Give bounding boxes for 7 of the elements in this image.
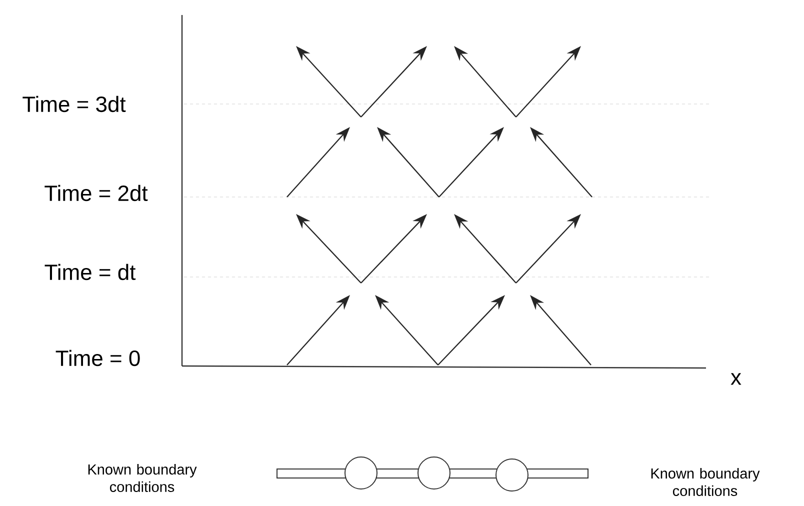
time-level-label: Time = 3dt bbox=[22, 96, 126, 112]
time-level-label: Time = dt bbox=[44, 264, 136, 280]
time-level-label: Time = 0 bbox=[56, 350, 140, 366]
axis-label: x bbox=[730, 373, 742, 385]
time-level-label: Time = 2dt bbox=[44, 184, 148, 202]
boundary-label: Known boundary conditions bbox=[88, 464, 197, 492]
boundary-label: Known boundary conditions bbox=[651, 468, 760, 496]
